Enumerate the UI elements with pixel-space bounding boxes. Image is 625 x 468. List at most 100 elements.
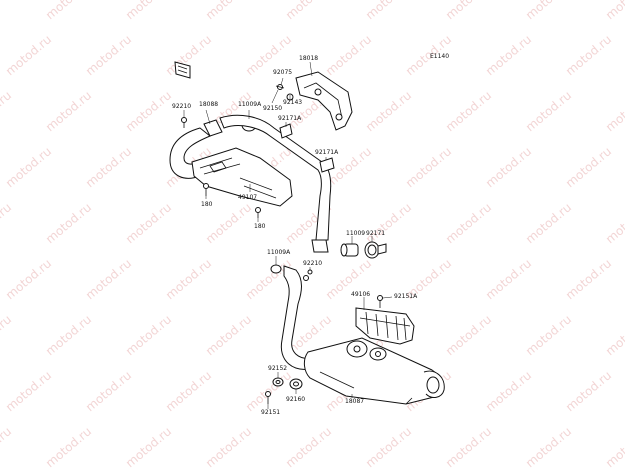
label-92210-top: 92210 [172, 103, 191, 110]
header-pipe-upper [169, 114, 332, 253]
watermark-text: motod.ru [0, 424, 14, 468]
watermark-text: motod.ru [203, 0, 254, 22]
muffler-18087 [303, 337, 445, 405]
watermark-text: motod.ru [0, 88, 14, 134]
label-49106: 49106 [351, 291, 370, 298]
watermark-text: motod.ru [0, 200, 14, 246]
bolt-92210-top [181, 117, 187, 128]
watermark-text: motod.ru [3, 144, 54, 190]
label-180-b: 180 [254, 223, 266, 230]
gasket-11009A-mid [270, 264, 282, 274]
bolt-180-a [203, 183, 209, 196]
label-92151: 92151 [261, 409, 280, 416]
label-92151A: 92151A [394, 293, 418, 300]
watermark-text: motod.ru [563, 256, 614, 302]
label-18087: 18087 [345, 398, 364, 405]
damper-92160 [289, 378, 303, 390]
watermark-text: motod.ru [3, 256, 54, 302]
watermark-text: motod.ru [0, 312, 14, 358]
watermark-text: motod.ru [523, 88, 574, 134]
watermark-text: motod.ru [603, 200, 625, 246]
label-92171: 92171 [366, 230, 385, 237]
watermark-text: motod.ru [363, 88, 414, 134]
watermark-text: motod.ru [43, 88, 94, 134]
watermark-text: motod.ru [83, 32, 134, 78]
watermark-text: motod.ru [523, 0, 574, 22]
heat-shield-18018 [295, 71, 353, 131]
label-92150: 92150 [263, 105, 282, 112]
watermark-text: motod.ru [123, 312, 174, 358]
watermark-text: motod.ru [443, 88, 494, 134]
label-11009A-mid: 11009A [267, 249, 291, 256]
bolt-92210-mid [307, 269, 313, 275]
watermark-text: motod.ru [363, 424, 414, 468]
watermark-text: motod.ru [603, 0, 625, 22]
watermark-text: motod.ru [0, 0, 14, 22]
gasket-11009 [340, 243, 359, 257]
small-fasteners-top [275, 84, 294, 101]
watermark-text: motod.ru [603, 312, 625, 358]
label-180-a: 180 [201, 201, 213, 208]
label-49107: 49107 [238, 194, 257, 201]
watermark-text: motod.ru [163, 368, 214, 414]
bolt-180-b [255, 207, 261, 218]
bolt-92151 [265, 391, 271, 404]
label-92152: 92152 [268, 365, 287, 372]
watermark-text: motod.ru [83, 256, 134, 302]
leader-lines [183, 61, 393, 409]
watermark-text: motod.ru [323, 32, 374, 78]
label-92143: 92143 [283, 99, 302, 106]
label-11009A-top: 11009A [238, 101, 262, 108]
washer-92152 [272, 377, 284, 387]
diagram-ref-code: E1140 [430, 53, 449, 60]
watermark-text: motod.ru [363, 0, 414, 22]
label-92160: 92160 [286, 396, 305, 403]
watermark-text: motod.ru [563, 144, 614, 190]
watermark-text: motod.ru [523, 424, 574, 468]
watermark-text: motod.ru [283, 0, 334, 22]
watermark-text: motod.ru [363, 200, 414, 246]
watermark-text: motod.ru [403, 144, 454, 190]
watermark-text: motod.ru [443, 200, 494, 246]
watermark-text: motod.ru [203, 424, 254, 468]
label-92075: 92075 [273, 69, 292, 76]
watermark-text: motod.ru [483, 144, 534, 190]
label-11009: 11009 [346, 230, 365, 237]
watermark-text: motod.ru [563, 368, 614, 414]
watermark-text: motod.ru [83, 144, 134, 190]
clamp-92171A-b [319, 157, 335, 173]
watermark-text: motod.ru [523, 312, 574, 358]
watermark-text: motod.ru [43, 312, 94, 358]
label-92210-mid: 92210 [303, 260, 322, 267]
label-92171A-b: 92171A [315, 149, 339, 156]
watermark-text: motod.ru [3, 368, 54, 414]
label-18088: 18088 [199, 101, 218, 108]
tag-icon [174, 61, 191, 79]
watermark-text: motod.ru [443, 424, 494, 468]
watermark-text: motod.ru [123, 200, 174, 246]
watermark-text: motod.ru [163, 256, 214, 302]
watermark-text: motod.ru [43, 200, 94, 246]
watermark-text: motod.ru [123, 88, 174, 134]
watermark-text: motod.ru [483, 368, 534, 414]
clamp-92171A-a [279, 123, 293, 139]
watermark-text: motod.ru [203, 312, 254, 358]
watermark-text: motod.ru [483, 256, 534, 302]
watermark-text: motod.ru [603, 424, 625, 468]
watermark-text: motod.ru [603, 88, 625, 134]
watermark-text: motod.ru [43, 0, 94, 22]
heat-shield-49106 [355, 307, 415, 345]
watermark-text: motod.ru [283, 424, 334, 468]
watermark-text: motod.ru [83, 368, 134, 414]
watermark-text: motod.ru [483, 32, 534, 78]
watermark-text: motod.ru [443, 0, 494, 22]
watermark-text: motod.ru [523, 200, 574, 246]
label-18018: 18018 [299, 55, 318, 62]
bolt-92151A [377, 295, 383, 308]
label-92171A-a: 92171A [278, 115, 302, 122]
watermark-text: motod.ru [123, 0, 174, 22]
watermark-text: motod.ru [443, 312, 494, 358]
